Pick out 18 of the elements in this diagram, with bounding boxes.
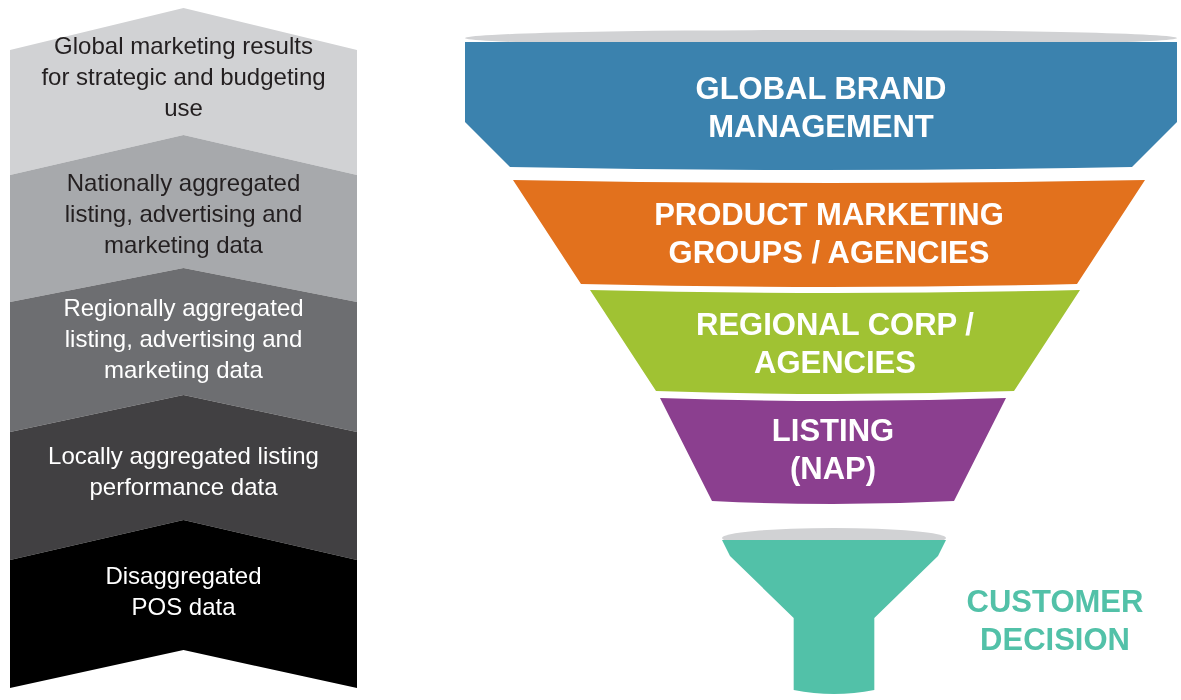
- band-label: Locally aggregated listing performance data: [47, 441, 320, 503]
- band-label: Regionally aggregated listing, advertising and marketing data: [62, 293, 305, 386]
- chevron-band: [10, 520, 357, 688]
- funnel-band: [590, 290, 1080, 397]
- funnel-spout: [722, 528, 946, 696]
- band-label: LISTING (NAP): [770, 412, 896, 488]
- band-label: GLOBAL BRAND MANAGEMENT: [694, 70, 948, 146]
- band-label: Disaggregated POS data: [104, 561, 263, 623]
- chevron-band: [10, 395, 357, 560]
- funnel-band: [660, 398, 1006, 507]
- funnel-band: [465, 30, 1177, 173]
- band-label: Nationally aggregated listing, advertising and marketing data: [63, 168, 304, 261]
- funnel-band: [513, 180, 1145, 290]
- band-label: Global marketing results for strategic and budgeting use: [40, 31, 327, 124]
- band-label: REGIONAL CORP / AGENCIES: [695, 306, 975, 382]
- chevron-band: [10, 8, 357, 175]
- outcome-label: CUSTOMER DECISION: [965, 583, 1145, 659]
- band-label: PRODUCT MARKETING GROUPS / AGENCIES: [653, 196, 1005, 272]
